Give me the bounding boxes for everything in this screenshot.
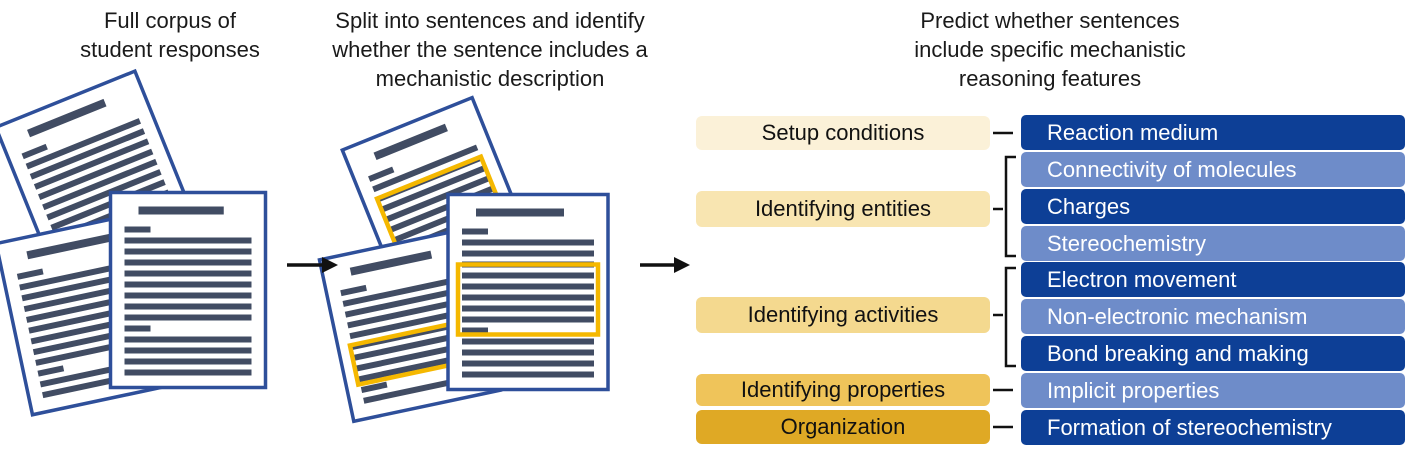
- feature-electron-movement: Electron movement: [1021, 262, 1405, 297]
- document-text-line: [462, 250, 594, 257]
- document-text-line: [462, 327, 488, 334]
- category-identifying-activities: Identifying activities: [696, 297, 990, 333]
- document-text-line: [340, 284, 367, 297]
- feature-implicit-properties: Implicit properties: [1021, 373, 1405, 408]
- document-text-line: [25, 118, 142, 170]
- category-identifying-properties: Identifying properties: [696, 374, 990, 406]
- document-text-line: [349, 307, 470, 340]
- document-front: [108, 190, 268, 390]
- document-text-line: [33, 138, 150, 190]
- bracket-identifying-entities: [1004, 155, 1016, 258]
- document-title-line: [26, 232, 117, 260]
- document-title-line: [27, 98, 107, 138]
- document-text-line: [124, 226, 151, 233]
- document-text-line: [462, 283, 594, 290]
- arrow-step2-to-step3: [640, 257, 690, 273]
- document-front-highlighted: [446, 192, 610, 392]
- category-organization: Organization: [696, 410, 990, 444]
- document-text-line: [384, 175, 491, 223]
- document-text-line: [124, 358, 252, 365]
- document-text-line: [124, 281, 252, 288]
- document-text-line: [29, 128, 146, 180]
- document-page: [446, 192, 610, 392]
- document-text-line: [46, 169, 162, 221]
- document-text-line: [462, 349, 594, 356]
- feature-reaction-medium: Reaction medium: [1021, 115, 1405, 150]
- document-text-line: [124, 314, 252, 321]
- step1-heading: Full corpus of student responses: [80, 8, 260, 62]
- document-text-line: [462, 272, 594, 279]
- document-text-line: [344, 286, 466, 318]
- document-text-line: [353, 329, 475, 361]
- step2-heading: Split into sentences and identify whethe…: [332, 8, 648, 91]
- document-text-line: [380, 165, 487, 213]
- document-text-line: [462, 316, 594, 323]
- step3-heading: Predict whether sentences include specif…: [914, 8, 1186, 91]
- document-title-line: [138, 206, 224, 215]
- document-text-line: [124, 347, 252, 354]
- document-text-line: [16, 268, 44, 280]
- document-text-line: [368, 166, 395, 182]
- document-text-line: [124, 270, 252, 277]
- category-identifying-entities: Identifying entities: [696, 191, 990, 227]
- feature-non-electronic-mechanism: Non-electronic mechanism: [1021, 299, 1405, 334]
- document-text-line: [462, 239, 594, 246]
- document-text-line: [37, 365, 65, 377]
- document-text-line: [360, 381, 388, 393]
- arrow-head: [674, 257, 690, 273]
- document-text-line: [124, 336, 252, 343]
- feature-formation-of-stereochemistry: Formation of stereochemistry: [1021, 410, 1405, 445]
- document-text-line: [462, 228, 488, 235]
- category-setup-conditions: Setup conditions: [696, 116, 990, 150]
- document-text-line: [124, 292, 252, 299]
- document-text-line: [124, 237, 252, 244]
- document-text-line: [124, 259, 252, 266]
- document-text-line: [462, 294, 594, 301]
- document-text-line: [347, 297, 468, 329]
- document-text-line: [42, 158, 158, 211]
- document-text-line: [462, 338, 594, 345]
- document-text-line: [462, 371, 594, 378]
- document-text-line: [124, 325, 151, 332]
- document-page: [108, 190, 268, 390]
- document-text-line: [124, 248, 252, 255]
- document-text-line: [38, 148, 154, 200]
- sentence-highlight: [455, 262, 601, 337]
- document-title-line: [349, 250, 433, 276]
- document-title-line: [476, 208, 564, 217]
- document-text-line: [462, 305, 594, 312]
- feature-connectivity-of-molecules: Connectivity of molecules: [1021, 152, 1405, 187]
- document-text-line: [124, 303, 252, 310]
- document-title-line: [373, 123, 448, 161]
- arrow-head: [322, 257, 338, 273]
- document-text-line: [462, 360, 594, 367]
- feature-charges: Charges: [1021, 189, 1405, 224]
- document-text-line: [372, 144, 479, 193]
- arrow-step1-to-step2: [287, 257, 338, 273]
- bracket-identifying-activities: [1004, 266, 1016, 368]
- document-text-line: [342, 275, 464, 307]
- feature-stereochemistry: Stereochemistry: [1021, 226, 1405, 261]
- document-text-line: [21, 143, 48, 160]
- document-text-line: [124, 369, 252, 376]
- feature-bond-breaking-and-making: Bond breaking and making: [1021, 336, 1405, 371]
